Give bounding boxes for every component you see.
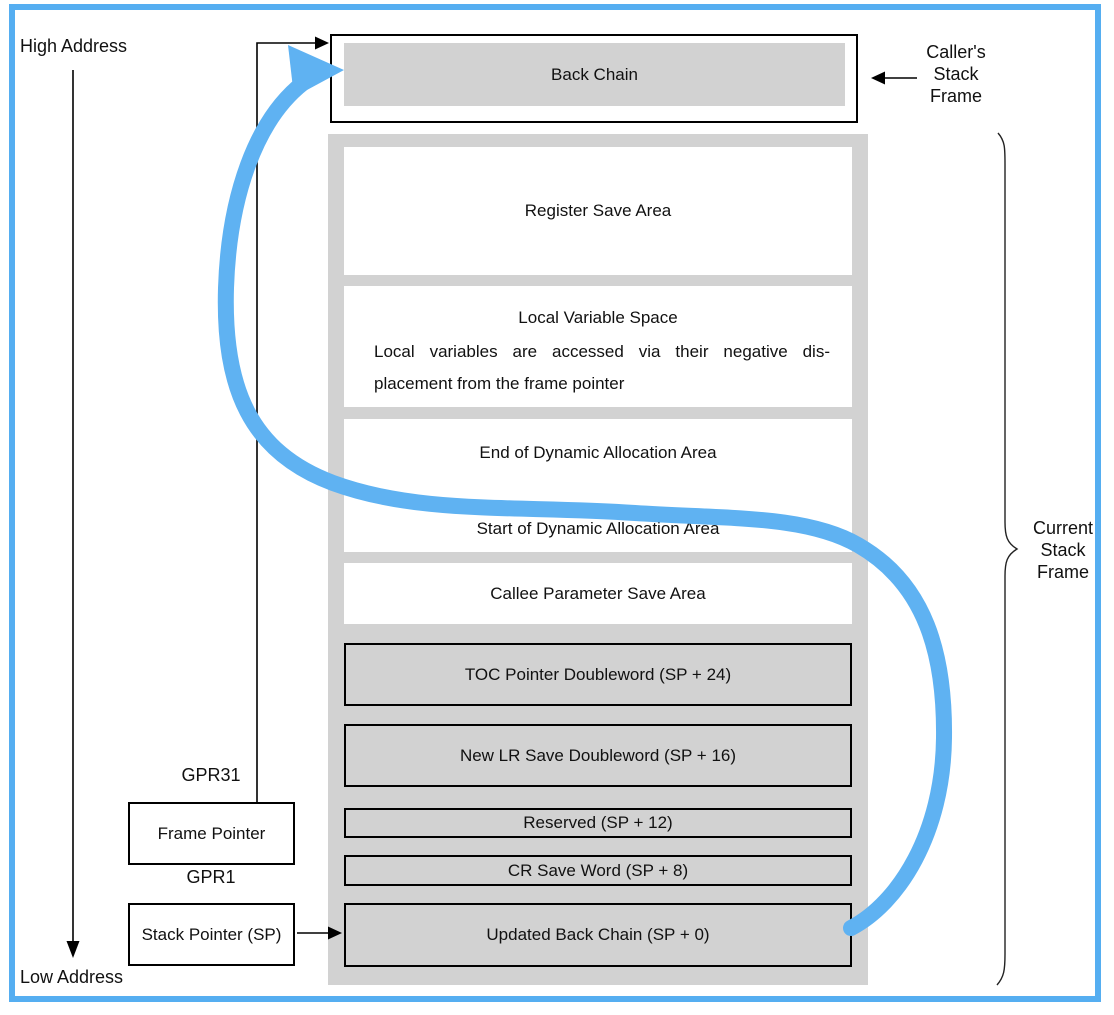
dynamic-allocation-start-label: Start of Dynamic Allocation Area — [476, 519, 720, 538]
local-variable-note-line2: placement from the frame pointer — [374, 374, 625, 393]
local-variable-note-line1: Local variables are accessed via their n… — [374, 342, 830, 361]
high-address-label: High Address — [20, 36, 128, 56]
slot-callee-parameter-save-area: Callee Parameter Save Area — [344, 563, 852, 624]
slot-local-variable-space: Local Variable Space Local variables are… — [344, 286, 852, 407]
back-chain-cell: Back Chain — [344, 43, 845, 106]
caller-back-chain-box: Back Chain — [330, 34, 858, 123]
stack-pointer-box: Stack Pointer (SP) — [128, 903, 295, 966]
slot-updated-back-chain: Updated Back Chain (SP + 0) — [344, 903, 852, 967]
low-address-label: Low Address — [20, 967, 124, 987]
slot-cr-save-word: CR Save Word (SP + 8) — [344, 855, 852, 886]
frame-pointer-box: Frame Pointer — [128, 802, 295, 865]
local-variable-title: Local Variable Space — [518, 308, 678, 327]
current-stack-frame-label: Current Stack Frame — [1032, 518, 1094, 582]
slot-dynamic-allocation-area: End of Dynamic Allocation Area Start of … — [344, 419, 852, 552]
slot-new-lr-save-doubleword: New LR Save Doubleword (SP + 16) — [344, 724, 852, 787]
gpr1-label: GPR1 — [186, 867, 236, 887]
gpr31-label: GPR31 — [181, 765, 241, 785]
slot-toc-pointer-doubleword: TOC Pointer Doubleword (SP + 24) — [344, 643, 852, 706]
current-stack-frame-container: Register Save Area Local Variable Space … — [328, 134, 868, 985]
dynamic-allocation-end-label: End of Dynamic Allocation Area — [479, 443, 717, 462]
callers-stack-frame-label: Caller's Stack Frame — [926, 42, 986, 106]
slot-reserved: Reserved (SP + 12) — [344, 808, 852, 838]
diagram-border — [9, 4, 1101, 1002]
slot-register-save-area: Register Save Area — [344, 147, 852, 275]
